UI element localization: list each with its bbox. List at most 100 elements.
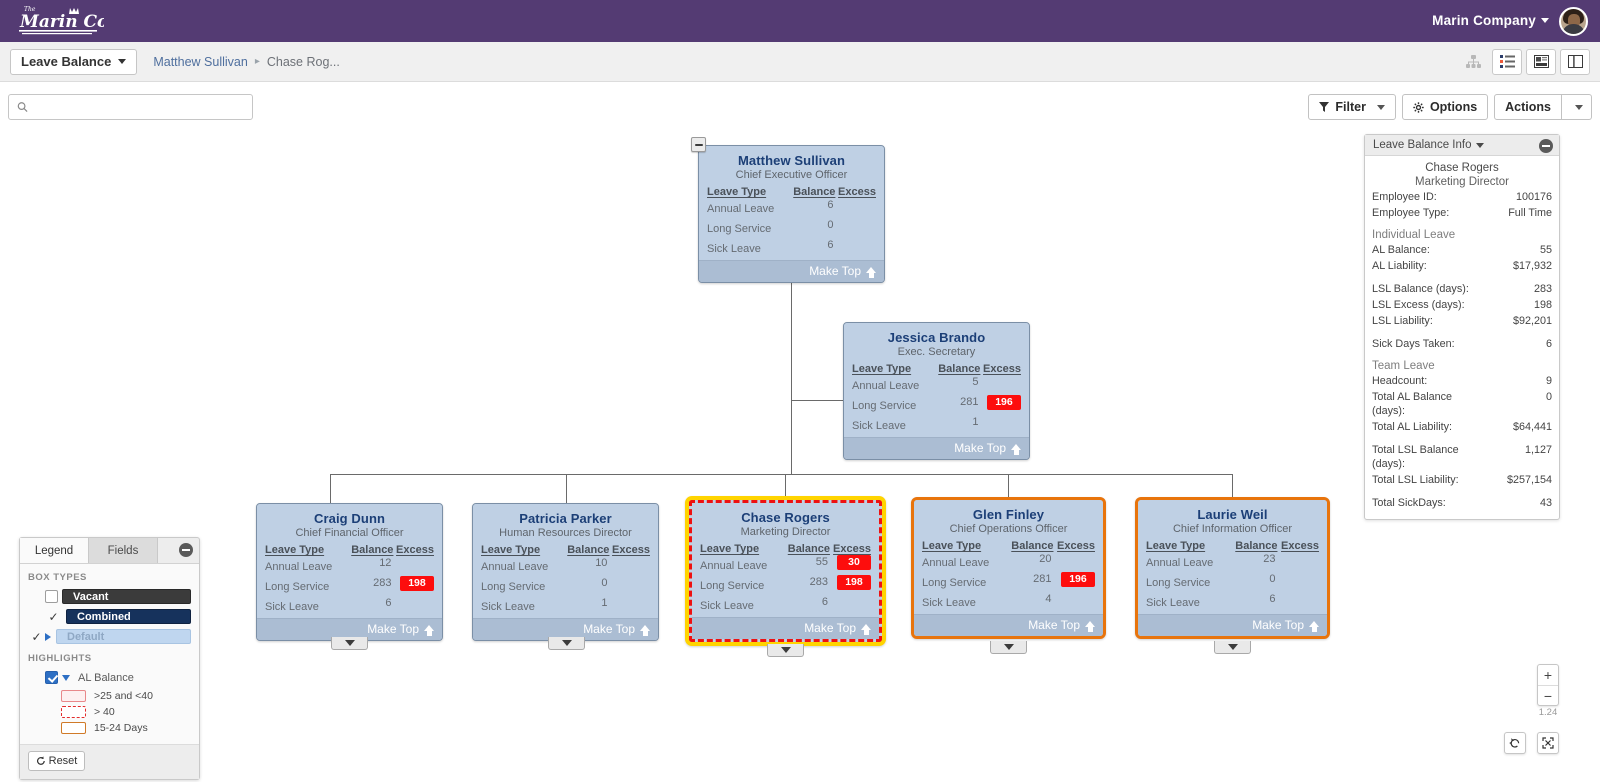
node-title: Chief Executive Officer [735,169,848,181]
filter-button[interactable]: Filter [1308,94,1396,120]
info-value: 9 [1545,375,1552,387]
tab-fields[interactable]: Fields [89,538,158,563]
swatch-label: Combined [77,610,131,623]
table-row: Sick Leave 6 [700,596,871,615]
org-chart-icon[interactable] [1458,49,1488,75]
info-value: $257,154 [1506,474,1552,486]
make-top-button[interactable]: Make Top [473,618,658,640]
chevron-down-icon[interactable] [1476,142,1485,148]
actions-button-group: Actions [1494,94,1592,120]
check-icon[interactable]: ✓ [48,609,59,624]
zoom-controls: + − [1537,664,1559,706]
leave-type: Annual Leave [922,556,990,569]
make-top-button[interactable]: Make Top [844,437,1029,459]
info-row: Total AL Balance (days): 0 [1372,389,1552,419]
info-value: 198 [1533,299,1552,311]
info-panel-header[interactable]: Leave Balance Info [1365,135,1559,156]
make-top-label: Make Top [1028,618,1080,632]
col-balance: Balance [1235,540,1278,552]
check-icon[interactable]: ✓ [31,629,42,644]
table-row: Long Service 0 [1146,573,1319,592]
tab-legend[interactable]: Legend [20,538,89,563]
info-row: LSL Balance (days): 283 [1372,281,1552,297]
list-view-icon[interactable] [1492,48,1522,75]
chevron-down-icon [1376,104,1385,110]
fit-screen-button[interactable] [1537,732,1559,754]
arrow-up-icon [861,624,871,635]
leave-type: Sick Leave [922,596,976,609]
chevron-right-icon[interactable] [45,632,56,641]
info-row: Total AL Liability: $64,441 [1372,419,1552,435]
actions-dropdown-toggle[interactable] [1562,94,1592,120]
actions-button[interactable]: Actions [1494,94,1562,120]
make-top-button[interactable]: Make Top [699,260,884,282]
org-node-matthew-sullivan[interactable]: Matthew Sullivan Chief Executive Officer… [698,145,885,283]
expand-toggle-craig[interactable] [331,637,368,650]
zoom-in-button[interactable]: + [1538,665,1558,685]
org-chart-canvas[interactable]: Matthew Sullivan Chief Executive Officer… [0,131,1600,782]
make-top-button[interactable]: Make Top [914,614,1103,636]
avatar[interactable] [1559,6,1588,36]
make-top-button[interactable]: Make Top [257,618,442,640]
legend-box-type-default[interactable]: ✓ Default [28,627,191,646]
expand-toggle-laurie[interactable] [1214,641,1251,654]
make-top-button[interactable]: Make Top [1138,614,1327,636]
org-node-patricia-parker[interactable]: Patricia Parker Human Resources Director… [472,503,659,641]
info-key: LSL Balance (days): [1372,283,1469,295]
legend-highlight-item: > 40 [28,704,191,720]
info-key: Total LSL Liability: [1372,474,1459,486]
org-node-glen-finley[interactable]: Glen Finley Chief Operations Officer Lea… [911,497,1106,639]
org-node-craig-dunn[interactable]: Craig Dunn Chief Financial Officer Leave… [256,503,443,641]
breadcrumb-root[interactable]: Matthew Sullivan [153,54,248,69]
search-input[interactable] [35,99,244,115]
expand-toggle-patricia[interactable] [548,637,585,650]
checkbox-vacant[interactable] [45,590,58,603]
expand-toggle-glen[interactable] [990,641,1027,654]
make-top-label: Make Top [367,622,419,636]
checkbox-al-balance[interactable] [45,671,58,684]
legend-highlight-group[interactable]: AL Balance [28,668,191,687]
split-view-icon[interactable] [1560,48,1590,75]
org-node-laurie-weil[interactable]: Laurie Weil Chief Information Officer Le… [1135,497,1330,639]
chevron-down-icon[interactable] [62,674,73,681]
undo-button[interactable] [1504,732,1526,754]
highlight-swatch [61,722,86,734]
reset-button[interactable]: Reset [28,751,85,771]
card-view-icon[interactable] [1526,48,1556,75]
leave-type: Long Service [707,222,772,235]
leave-type: Long Service [481,580,546,593]
options-button[interactable]: Options [1401,94,1489,120]
excess-badge: 198 [399,576,434,591]
make-top-button[interactable]: Make Top [692,617,879,639]
highlight-group-label: AL Balance [78,671,134,684]
leave-balance: 10 [595,556,608,569]
legend-collapse-button[interactable] [179,543,193,557]
zoom-out-button[interactable]: − [1538,685,1558,705]
legend-box-type-combined[interactable]: ✓ Combined [28,607,191,626]
collapse-toggle-matthew[interactable] [691,137,706,152]
org-node-jessica-brando[interactable]: Jessica Brando Exec. Secretary Leave Typ… [843,322,1030,460]
toolbar: Filter Options Actions [0,83,1600,131]
expand-toggle-chase[interactable] [767,644,804,657]
highlight-label: 15-24 Days [94,722,148,734]
info-collapse-button[interactable] [1539,138,1553,153]
chart-selector-dropdown[interactable]: Leave Balance [10,48,138,75]
breadcrumb-separator-icon: ▸ [254,56,260,67]
breadcrumb-current[interactable]: Chase Rog... [266,54,340,69]
options-label: Options [1429,100,1478,114]
company-switcher[interactable]: Marin Company [1432,12,1549,30]
swatch-label: Default [67,630,105,643]
col-leave-type: Leave Type [700,543,760,555]
info-row: AL Balance: 55 [1372,242,1552,258]
org-node-chase-rogers[interactable]: Chase Rogers Marketing Director Leave Ty… [685,496,886,646]
info-value: Full Time [1508,207,1552,219]
info-value: $17,932 [1512,260,1552,272]
legend-box-type-vacant[interactable]: Vacant [28,587,191,606]
leave-balance: 6 [821,595,828,608]
search-box[interactable] [8,94,253,120]
table-row: Sick Leave 6 [265,597,434,616]
marin-co-logo[interactable]: The Marin Co [12,0,104,42]
table-row: Long Service 281 196 [922,572,1095,592]
info-value: 55 [1539,244,1552,256]
arrow-up-icon [866,267,876,278]
